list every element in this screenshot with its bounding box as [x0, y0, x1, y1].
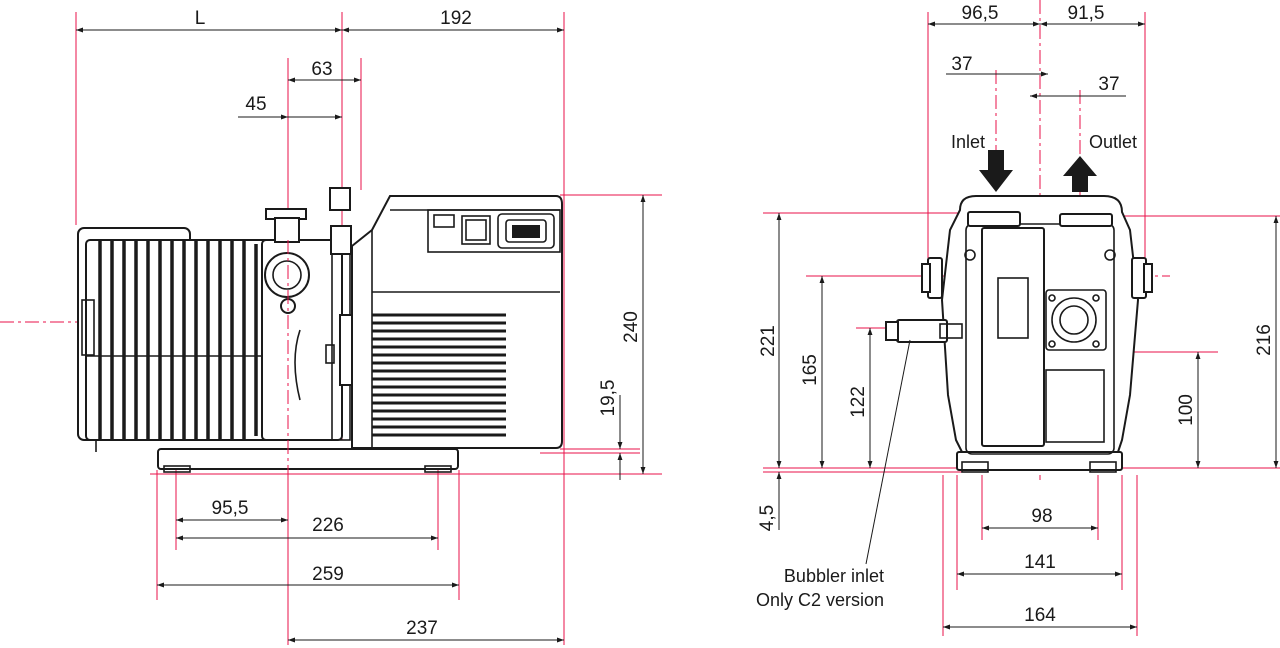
front-pump-drawing	[885, 195, 1153, 473]
dim-98: 98	[1031, 506, 1052, 527]
dim-91-5: 91,5	[1068, 3, 1105, 24]
dim-141: 141	[1024, 552, 1056, 573]
inlet-label: Inlet	[951, 132, 985, 152]
dim-96-5: 96,5	[962, 3, 999, 24]
dim-122: 122	[848, 386, 869, 418]
dim-L: L	[195, 8, 206, 29]
dim-164: 164	[1024, 605, 1056, 626]
dim-63: 63	[311, 59, 332, 80]
dim-192: 192	[440, 8, 472, 29]
side-dimension-lines	[76, 27, 646, 643]
dim-221: 221	[758, 325, 779, 357]
dim-4-5: 4,5	[757, 505, 778, 531]
front-view: 96,5 91,5 37 37 221 165 122 4,5 216 100 …	[756, 0, 1280, 636]
front-dimension-lines	[776, 21, 1279, 630]
inlet-arrow-icon	[979, 150, 1013, 192]
dim-95-5: 95,5	[212, 498, 249, 519]
bubbler-version-label: Only C2 version	[756, 590, 884, 610]
outlet-label: Outlet	[1089, 132, 1137, 152]
dim-165: 165	[800, 354, 821, 386]
dim-19-5: 19,5	[598, 380, 619, 417]
side-vent-grill	[372, 313, 506, 437]
dim-37-left: 37	[951, 54, 972, 75]
outlet-arrow-icon	[1063, 156, 1097, 192]
side-extension-lines	[0, 12, 662, 645]
side-cooling-fins	[98, 240, 258, 440]
dim-45: 45	[245, 94, 266, 115]
side-pump-drawing	[77, 187, 563, 473]
dim-240: 240	[621, 311, 642, 343]
dim-237: 237	[406, 618, 438, 639]
side-view: L 192 63 45 240 19,5 95,5 226 259 237	[0, 8, 662, 645]
bubbler-inlet-label: Bubbler inlet	[784, 566, 884, 586]
dim-216: 216	[1254, 324, 1275, 356]
dim-226: 226	[312, 515, 344, 536]
dim-100: 100	[1176, 394, 1197, 426]
dim-37-right: 37	[1098, 74, 1119, 95]
dim-259: 259	[312, 564, 344, 585]
